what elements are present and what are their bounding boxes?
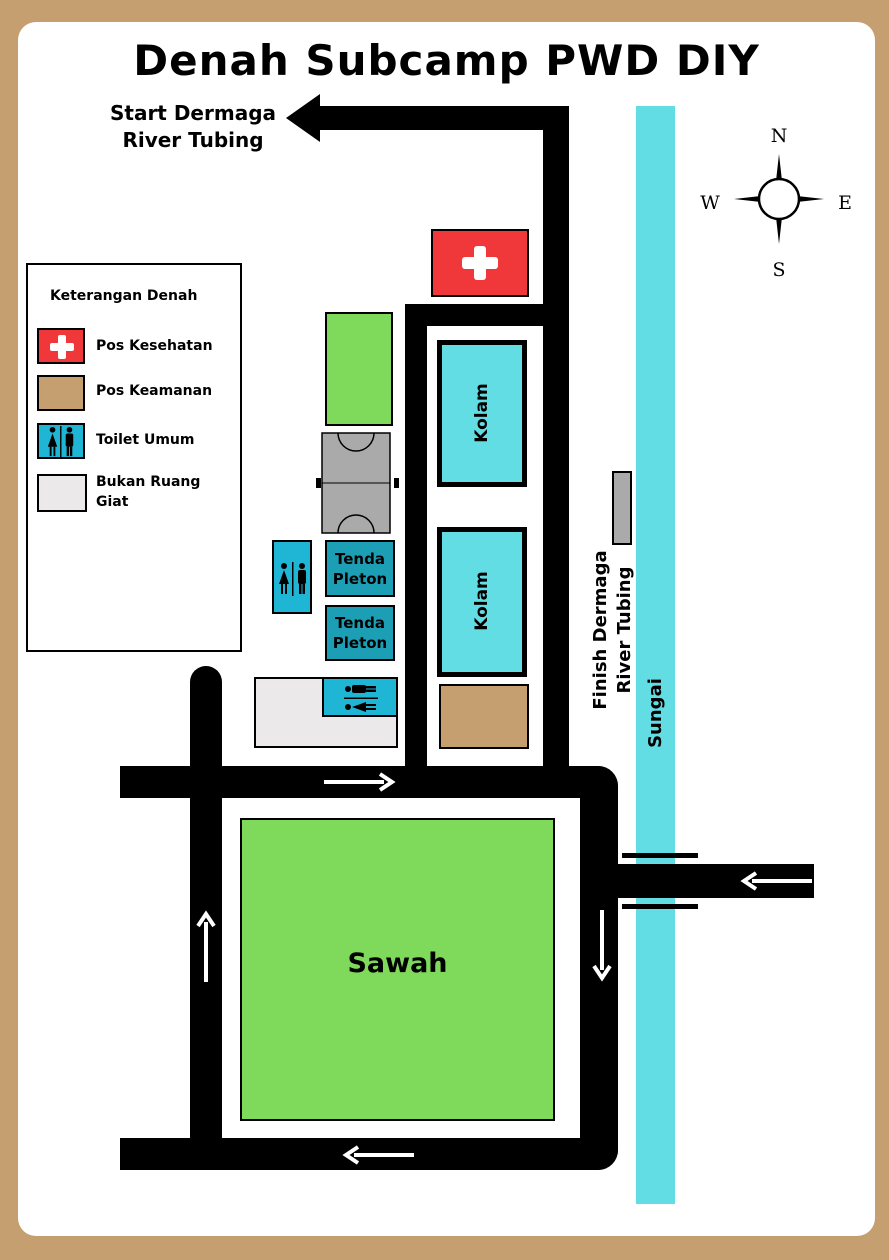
pos-kesehatan (431, 229, 529, 297)
arrow-left-icon (342, 1145, 414, 1165)
start-arrow (286, 94, 320, 142)
compass-east: E (838, 192, 852, 214)
road-compound-top (405, 304, 569, 326)
kolam-2: Kolam (437, 527, 527, 677)
toilet-umum-1 (272, 540, 312, 614)
arrow-up-icon (196, 910, 216, 982)
compass-south: S (772, 259, 786, 281)
compass-north: N (770, 125, 788, 147)
road-compound-west (405, 304, 427, 786)
legend-label: Toilet Umum (96, 432, 195, 448)
finish-label: Finish Dermaga River Tubing (590, 550, 635, 710)
page-title: Denah Subcamp PWD DIY (133, 36, 760, 85)
legend-panel: Keterangan Denah Pos Kesehatan Pos Keama… (26, 263, 242, 652)
arrow-left-icon (740, 871, 812, 891)
legend-label: Bukan Ruang Giat (96, 474, 201, 510)
legend-swatch (37, 375, 85, 411)
legend-title: Keterangan Denah (50, 288, 198, 304)
green-area (325, 312, 393, 426)
bridge-rail-south (622, 904, 698, 909)
river-label: Sungai (645, 678, 666, 748)
arrow-right-icon (324, 772, 396, 792)
arrow-down-icon (592, 910, 612, 982)
road-top (315, 106, 569, 130)
road-loop-west (190, 666, 222, 1146)
medical-cross-icon (50, 335, 74, 359)
map-card: Denah Subcamp PWD DIY Sungai Start Derma… (18, 22, 875, 1236)
compass-west: W (700, 192, 720, 214)
tenda-pleton-1: Tenda Pleton (325, 540, 395, 597)
legend-swatch (37, 328, 85, 364)
kolam-2-label: Kolam (472, 571, 492, 631)
toilet-icon (344, 685, 378, 712)
kolam-1-label: Kolam (472, 383, 492, 443)
road-loop-east (580, 766, 618, 1170)
legend-label: Pos Keamanan (96, 383, 213, 399)
start-label: Start Dermaga River Tubing (109, 101, 277, 152)
toilet-icon (279, 562, 306, 596)
medical-cross-icon (462, 246, 498, 280)
bridge-rail-north (622, 853, 698, 858)
kolam-1: Kolam (437, 340, 527, 487)
pos-keamanan (439, 684, 529, 749)
road-east-vertical (543, 106, 569, 786)
legend-swatch (37, 423, 85, 459)
sawah: Sawah (240, 818, 555, 1121)
legend-label: Pos Kesehatan (96, 338, 213, 354)
sports-court (316, 432, 399, 534)
compass-rose-icon (734, 154, 824, 244)
sawah-label: Sawah (347, 948, 448, 979)
legend-swatch (37, 474, 87, 512)
toilet-umum-2 (322, 677, 398, 717)
toilet-icon (47, 426, 74, 458)
finish-dock (612, 471, 632, 545)
tenda-pleton-2: Tenda Pleton (325, 605, 395, 661)
river (636, 106, 675, 1204)
